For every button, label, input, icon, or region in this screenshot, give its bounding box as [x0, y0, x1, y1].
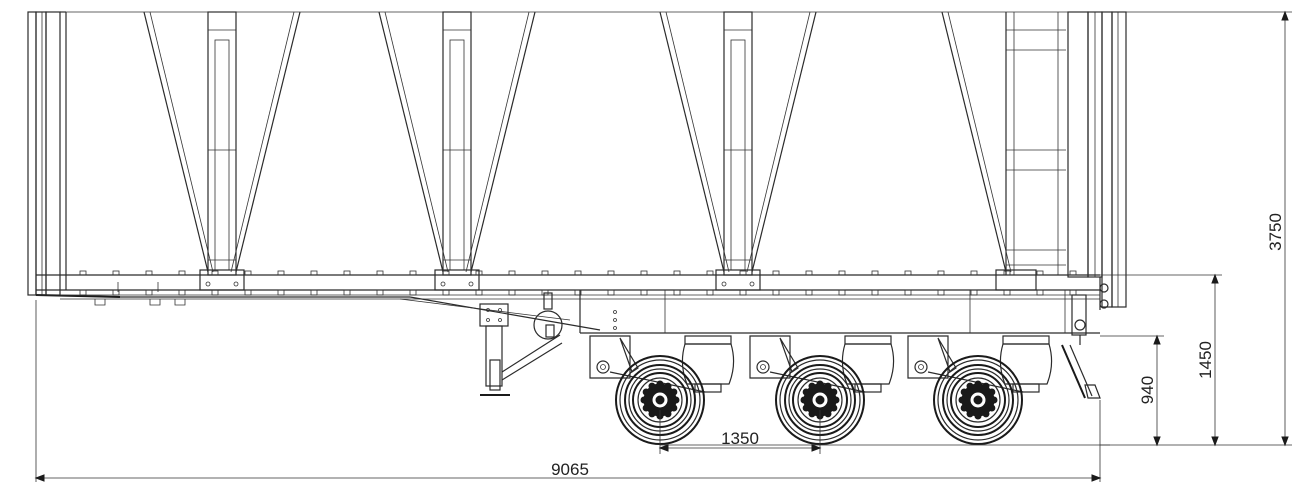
side-stakes — [143, 11, 1066, 291]
axle-group — [589, 335, 1053, 445]
dimension-lines — [34, 10, 1292, 482]
rear-mudguard — [1061, 344, 1101, 399]
stake-4 — [941, 11, 1066, 291]
axle-2 — [749, 335, 895, 445]
landing-gear — [479, 292, 563, 396]
axle-3 — [907, 335, 1053, 445]
chassis — [36, 274, 1100, 334]
axle-1 — [589, 335, 735, 445]
dim-axle-height: 940 — [1138, 376, 1157, 404]
tyre — [933, 355, 1023, 445]
stake-3 — [659, 11, 817, 291]
deck-rivets — [79, 270, 1077, 296]
dim-deck-height: 1450 — [1196, 341, 1215, 379]
dim-overall-height: 3750 — [1266, 213, 1285, 251]
stake-1 — [143, 11, 301, 291]
front-wall — [27, 11, 121, 298]
stake-2 — [378, 11, 536, 291]
dim-axle-spacing: 1350 — [721, 429, 759, 448]
dim-overall-length: 9065 — [551, 460, 589, 479]
